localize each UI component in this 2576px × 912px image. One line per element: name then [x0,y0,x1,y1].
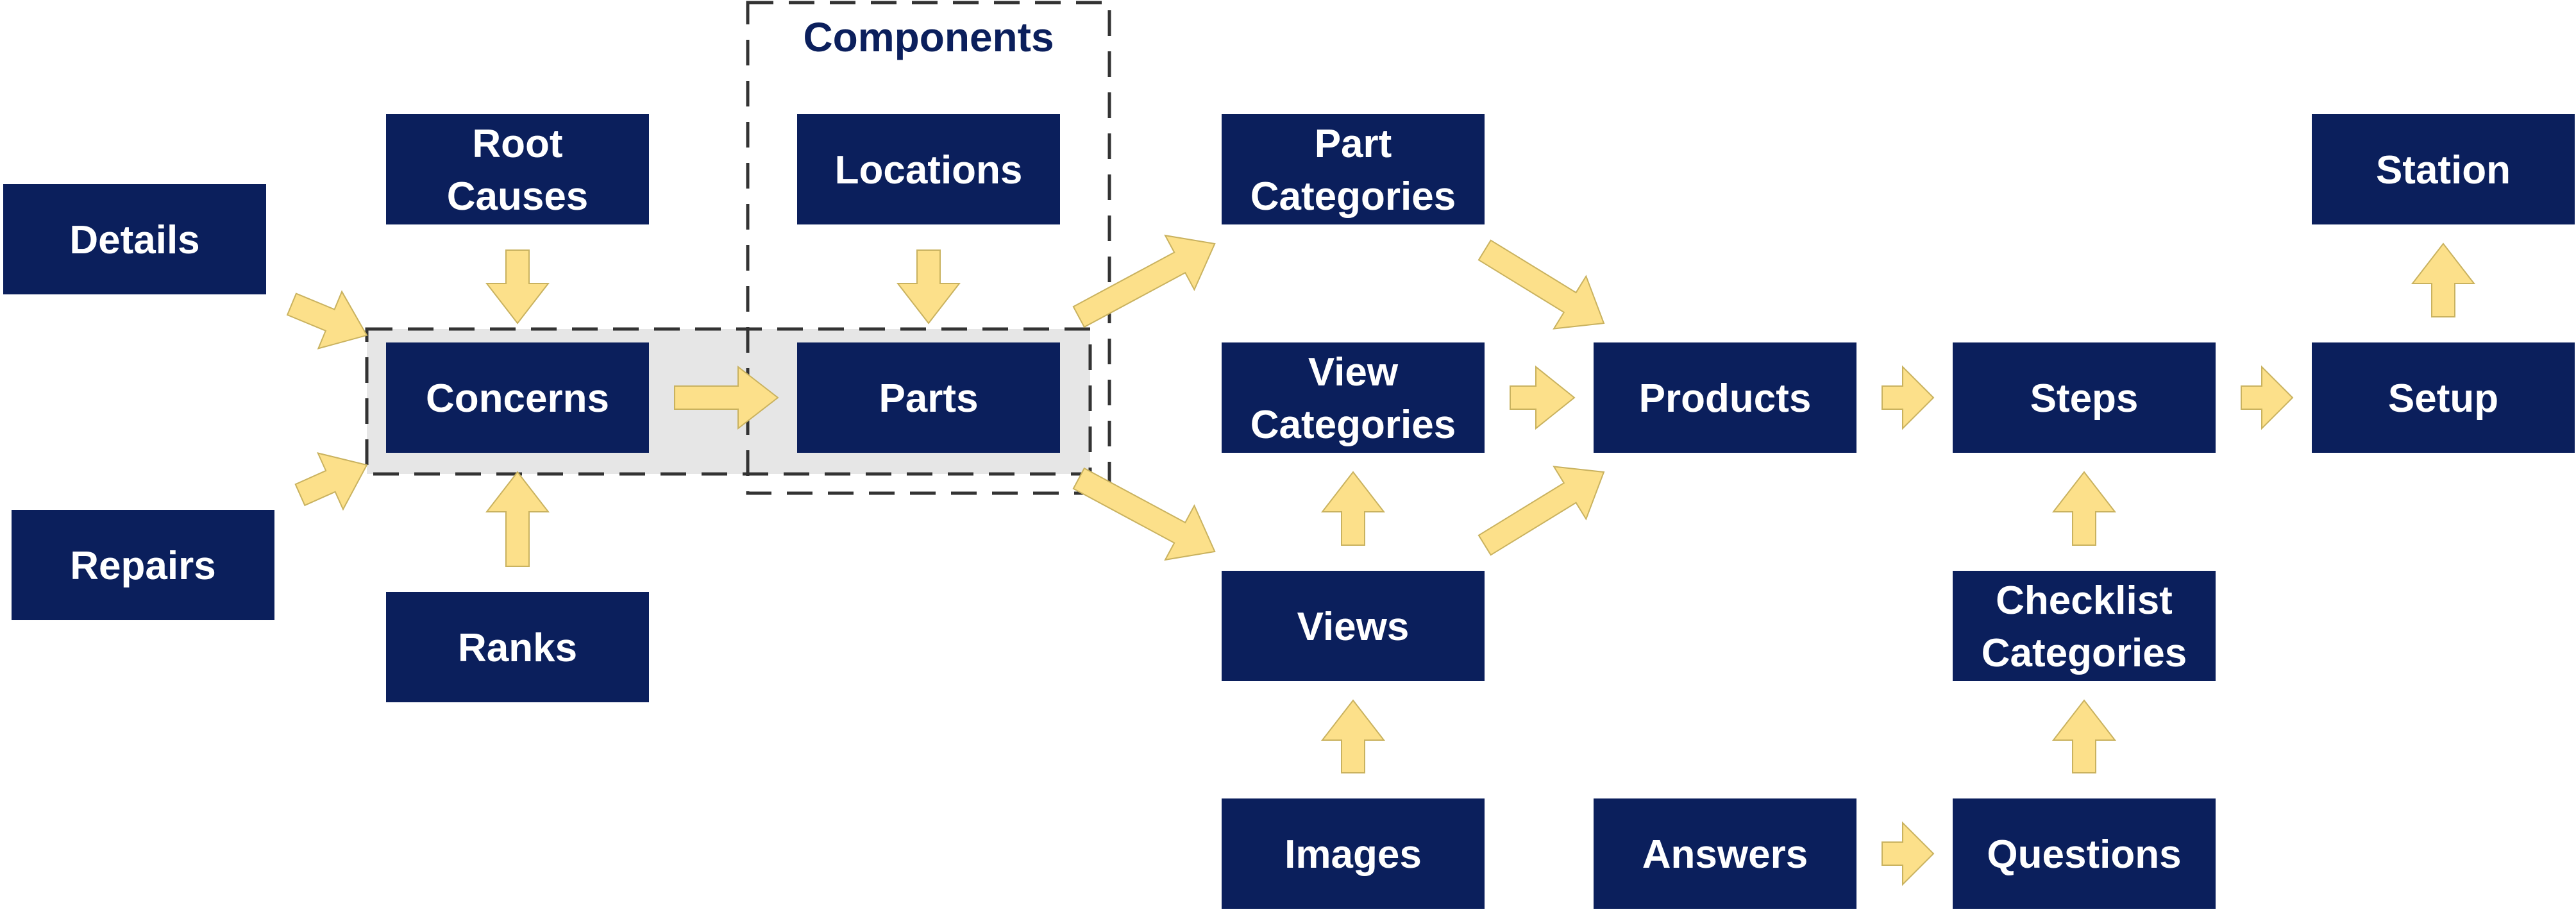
node-label-line: Answers [1642,832,1808,877]
arrow-checklist-categories-to-steps [2051,471,2117,546]
svg-text:Details: Details [69,218,199,262]
node-label-line: Questions [1987,832,2181,877]
arrow-ranks-to-concerns [485,471,550,567]
arrow-questions-to-checklist-categories [2051,699,2117,773]
node-label-line: Locations [835,148,1023,192]
svg-text:Views: Views [1297,605,1410,649]
node-label-line: Repairs [70,544,215,588]
arrow-view-categories-to-products [1510,365,1576,430]
arrow-repairs-to-concerns [294,452,368,511]
node-label-line: Views [1297,605,1410,649]
arrow-root-causes-to-concerns [485,249,550,325]
node-label-line: Categories [1250,403,1456,447]
svg-text:Repairs: Repairs [70,544,215,588]
node-label-line: Setup [2388,376,2498,421]
node-images[interactable]: Images [1222,798,1485,909]
svg-text:Concerns: Concerns [426,376,609,421]
node-label-line: Station [2376,148,2511,192]
node-details[interactable]: Details [3,184,266,294]
svg-text:Ranks: Ranks [458,626,577,670]
node-locations[interactable]: Locations [797,114,1060,224]
node-label-line: Details [69,218,199,262]
node-label-line: Ranks [458,626,577,670]
components-group [746,1,1111,495]
node-station[interactable]: Station [2312,114,2575,224]
arrow-details-to-concerns [286,290,368,350]
arrow-steps-to-setup [2241,365,2294,430]
node-repairs[interactable]: Repairs [12,510,274,620]
node-label-line: Parts [879,376,978,421]
node-label-line: Checklist [1996,578,2173,623]
node-steps[interactable]: Steps [1953,342,2216,453]
svg-text:Steps: Steps [2030,376,2139,421]
node-label-line: Categories [1982,631,2187,675]
arrow-setup-to-station [2411,242,2476,317]
node-label-line: Categories [1250,174,1456,219]
svg-text:Setup: Setup [2388,376,2498,421]
svg-text:Products: Products [1639,376,1812,421]
arrow-views-to-products [1477,466,1605,556]
arrow-answers-to-questions [1881,821,1935,886]
node-label-line: Causes [447,174,589,219]
arrow-views-to-view-categories [1320,471,1386,546]
svg-text:Images: Images [1284,832,1422,877]
node-ranks[interactable]: Ranks [386,592,649,702]
node-setup[interactable]: Setup [2312,342,2575,453]
node-answers[interactable]: Answers [1594,798,1856,909]
arrow-concerns-to-parts [674,365,779,430]
svg-text:Parts: Parts [879,376,978,421]
node-concerns[interactable]: Concerns [386,342,649,453]
node-views[interactable]: Views [1222,571,1485,681]
node-label-line: View [1308,350,1399,394]
node-parts[interactable]: Parts [797,342,1060,453]
node-label-line: Products [1639,376,1812,421]
node-label-line: Part [1315,122,1392,166]
node-questions[interactable]: Questions [1953,798,2216,909]
arrow-locations-to-parts [896,249,961,325]
arrows-layer [286,234,2476,886]
arrow-products-to-steps [1881,365,1935,430]
node-label-line: Root [472,122,562,166]
node-label-line: Steps [2030,376,2139,421]
node-label-line: Images [1284,832,1422,877]
arrow-part-categories-to-products [1477,239,1605,330]
svg-text:Locations: Locations [835,148,1023,192]
node-products[interactable]: Products [1594,342,1856,453]
arrow-parts-to-views [1072,467,1216,561]
svg-text:Station: Station [2376,148,2511,192]
arrow-parts-to-part-categories [1072,234,1216,328]
arrow-images-to-views [1320,699,1386,773]
node-label-line: Concerns [426,376,609,421]
components-group-label: Components [803,14,1054,60]
svg-text:Answers: Answers [1642,832,1808,877]
svg-text:Questions: Questions [1987,832,2181,877]
